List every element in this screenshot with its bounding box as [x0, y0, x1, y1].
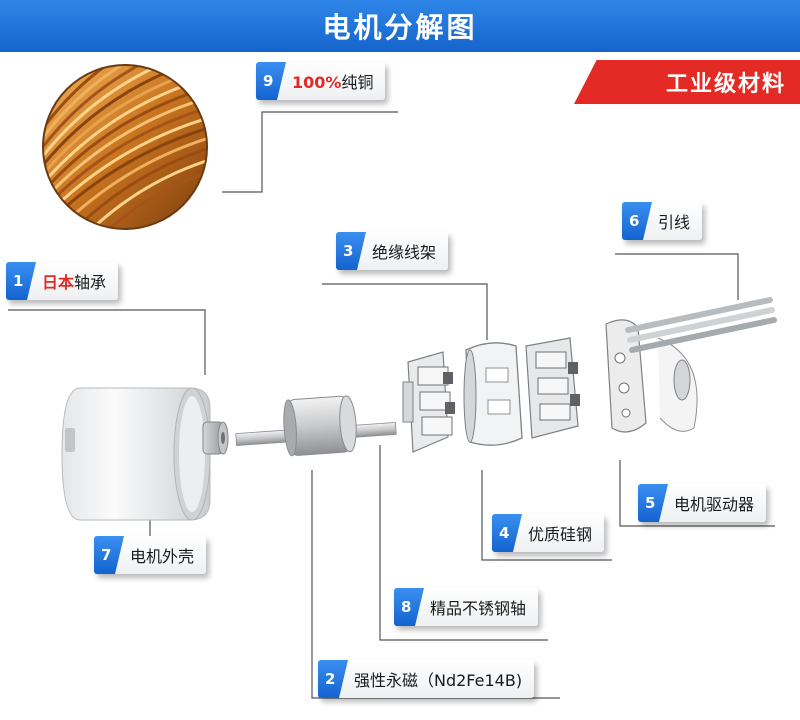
label-highlight: 日本 [42, 273, 75, 292]
label-text: 纯铜 [341, 73, 374, 92]
page-title: 电机分解图 [322, 11, 478, 44]
label-text: 电机外壳 [130, 547, 195, 566]
leader-line-8 [379, 445, 548, 641]
label-text: 电机驱动器 [674, 495, 755, 514]
label-number-badge: 5 [638, 484, 668, 522]
label-text: 引线 [658, 213, 691, 232]
title-banner: 电机分解图 [0, 0, 800, 52]
leader-line-6 [615, 253, 739, 300]
motor-housing [61, 387, 211, 521]
label-japan-bearing: 1 日本轴承 [6, 262, 119, 300]
leader-lines [8, 111, 775, 699]
label-number-badge: 8 [394, 588, 424, 626]
label-number-badge: 2 [318, 660, 348, 698]
leader-line-4 [481, 470, 612, 561]
label-number-badge: 7 [94, 536, 124, 574]
lead-wires [625, 297, 777, 353]
label-text: 精品不锈钢轴 [430, 599, 527, 618]
rotor-shaft [235, 395, 397, 457]
industrial-grade-tag: 工业级材料 [574, 60, 800, 104]
label-text: 绝缘线架 [372, 243, 437, 262]
copper-coil-photo [42, 64, 208, 230]
leader-line-5 [619, 460, 775, 527]
label-number-badge: 3 [336, 232, 366, 270]
industrial-grade-text: 工业级材料 [665, 72, 786, 97]
label-number-badge: 4 [492, 514, 522, 552]
bearing [202, 421, 229, 455]
label-motor-driver: 5 电机驱动器 [638, 484, 767, 522]
leader-line-9 [222, 111, 398, 193]
label-text: 优质硅钢 [528, 525, 593, 544]
label-number-badge: 9 [256, 62, 286, 100]
label-highlight: 100% [292, 73, 342, 92]
label-text: 轴承 [74, 273, 107, 292]
label-text: 强性永磁（Nd2Fe14B) [354, 671, 523, 690]
insulation-frame-rear [525, 337, 580, 439]
leader-line-3 [322, 283, 488, 340]
label-insulation-frame: 3 绝缘线架 [336, 232, 449, 270]
label-silicon-steel: 4 优质硅钢 [492, 514, 605, 552]
label-number-badge: 1 [6, 262, 36, 300]
leader-line-1 [8, 309, 206, 375]
label-pure-copper: 9 100%纯铜 [256, 62, 386, 100]
label-lead-wire: 6 引线 [622, 202, 703, 240]
insulation-frame [402, 351, 455, 453]
label-motor-housing: 7 电机外壳 [94, 536, 207, 574]
label-permanent-magnet: 2 强性永磁（Nd2Fe14B) [318, 660, 535, 698]
leader-line-2 [311, 470, 560, 699]
silicon-steel-stator [463, 342, 523, 446]
label-stainless-shaft: 8 精品不锈钢轴 [394, 588, 539, 626]
label-number-badge: 6 [622, 202, 652, 240]
